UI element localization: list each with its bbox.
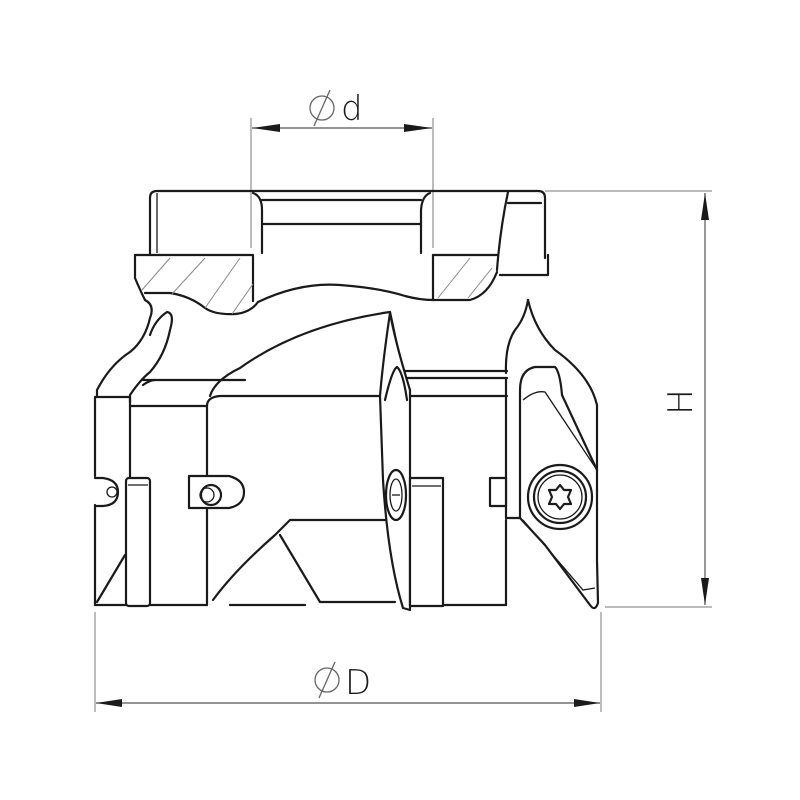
cutter-body (93, 189, 600, 612)
top-hub (148, 189, 547, 272)
insert-right (488, 365, 600, 610)
insert-center (378, 311, 445, 612)
lower-body (93, 369, 522, 607)
diameter-symbol-icon (314, 661, 340, 699)
hatch-right (437, 257, 493, 299)
flute-center (208, 310, 402, 398)
flute-left (95, 298, 247, 404)
cutter-diameter-label: D (345, 663, 371, 703)
dimension-bore-diameter: d (250, 89, 434, 248)
dimension-height: H (545, 190, 712, 608)
section-band (133, 253, 550, 316)
diameter-symbol-icon (309, 89, 335, 127)
bore-diameter-label: d (341, 89, 363, 129)
height-label: H (661, 389, 701, 415)
clamp-screw-left (187, 474, 246, 510)
hatch-left (141, 257, 254, 315)
insert-left (93, 476, 152, 608)
flute-right (504, 298, 599, 472)
dimension-cutter-diameter: D (94, 612, 602, 712)
torx-screw-icon (526, 463, 594, 531)
